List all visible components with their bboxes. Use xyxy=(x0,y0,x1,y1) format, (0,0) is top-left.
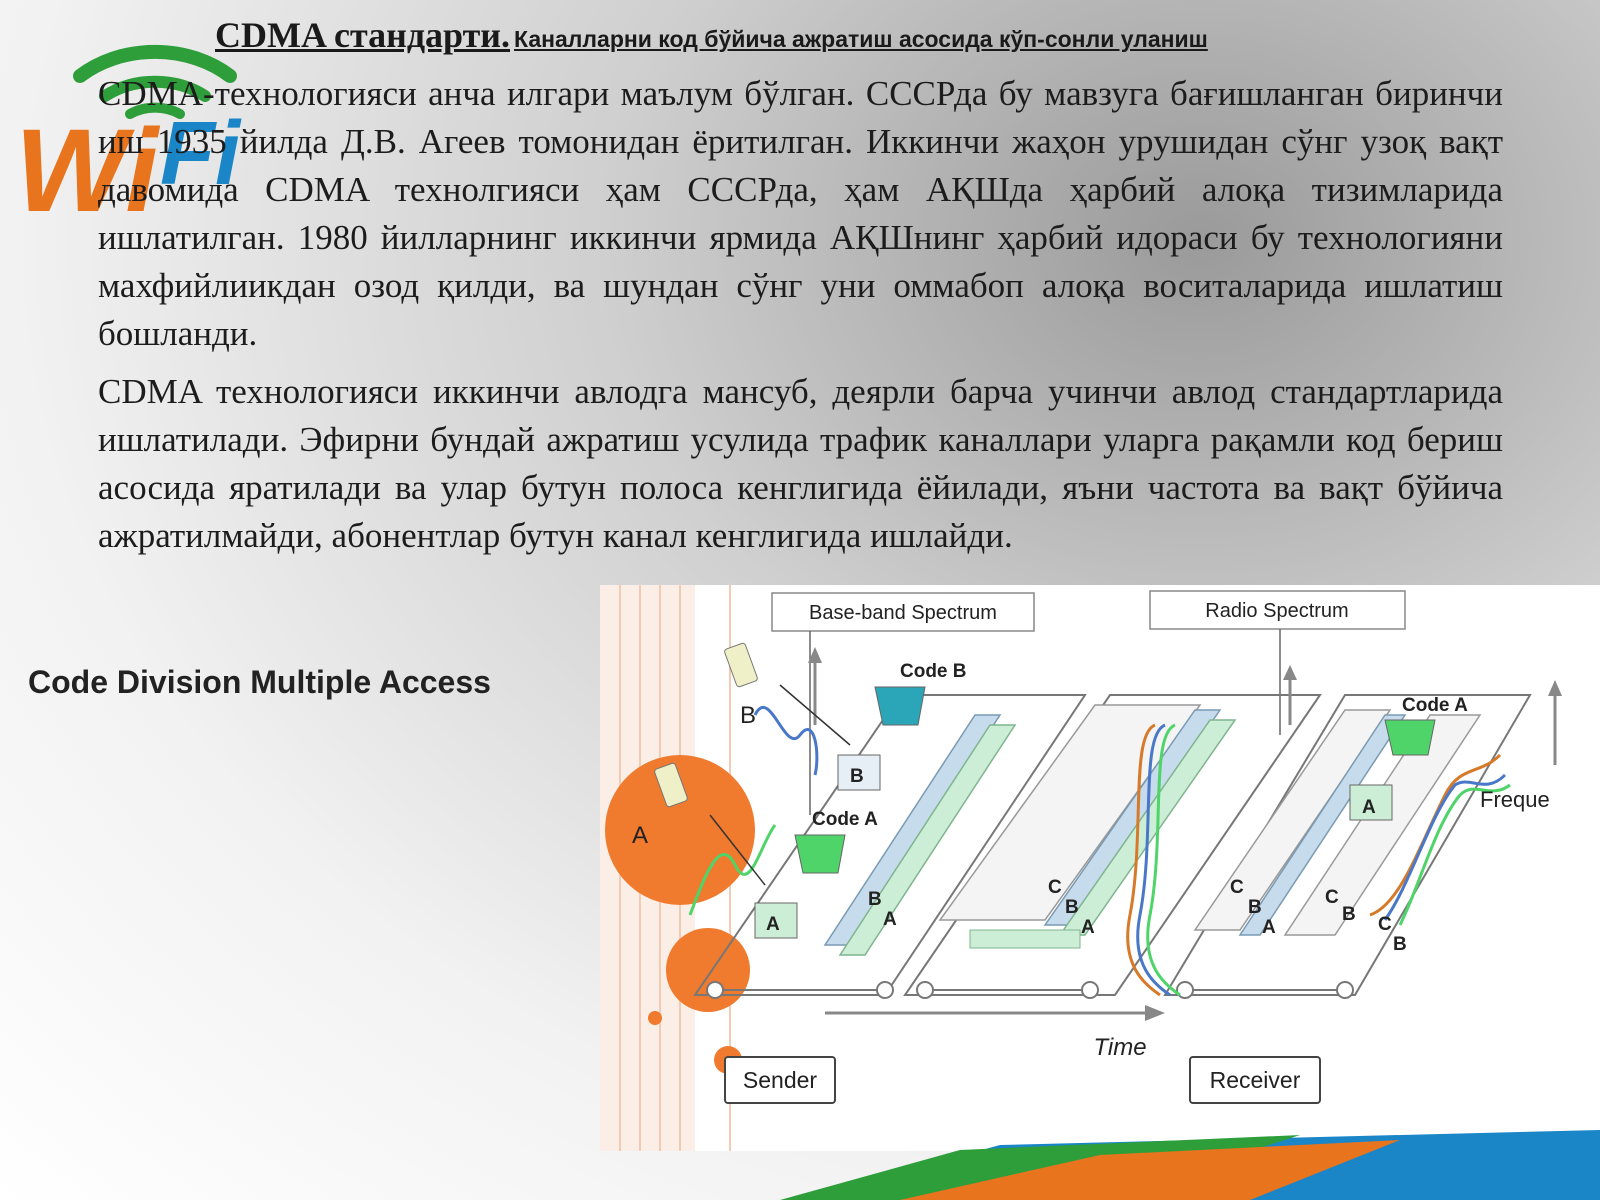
svg-text:B: B xyxy=(1065,897,1079,918)
paragraph-description: CDMA технологияси иккинчи авлодга мансуб… xyxy=(98,372,1503,555)
time-axis-label: Time xyxy=(1093,1034,1146,1061)
svg-text:C: C xyxy=(1378,914,1392,935)
svg-text:B: B xyxy=(1342,904,1356,925)
sender-box xyxy=(724,1056,836,1104)
svg-text:A: A xyxy=(1262,917,1276,938)
svg-text:C: C xyxy=(1230,877,1244,898)
decor-circle-large xyxy=(605,755,755,905)
box-a-label: A xyxy=(766,914,780,935)
baseband-spectrum-label: Base-band Spectrum xyxy=(809,602,997,624)
svg-text:A: A xyxy=(1081,917,1095,938)
sender-label: Sender xyxy=(743,1067,818,1093)
svg-text:Fi: Fi xyxy=(160,104,242,204)
wifi-logo-icon: Wi Fi xyxy=(15,44,242,226)
phone-a-label: A xyxy=(632,822,648,849)
phone-b-label: B xyxy=(740,702,756,729)
cdma-side-label: Code Division Multiple Access xyxy=(28,664,491,700)
svg-text:B: B xyxy=(868,889,882,910)
cdma-diagram: Base-band Spectrum Radio Spectrum xyxy=(600,585,1600,1151)
svg-text:C: C xyxy=(1048,877,1062,898)
code-a-right-label: Code A xyxy=(1402,695,1468,716)
radio-spectrum-label: Radio Spectrum xyxy=(1205,600,1348,622)
box-b-label: B xyxy=(850,766,864,787)
frequency-axis-label: Freque xyxy=(1480,787,1550,812)
bottom-decor-band xyxy=(780,1130,1600,1200)
paragraph-history: CDMA-технологияси анча илгари маълум бўл… xyxy=(98,74,1503,353)
svg-text:C: C xyxy=(1325,887,1339,908)
title-main: CDMA стандарти. xyxy=(215,15,511,55)
slide-title: CDMA стандарти. Каналларни код бўйича аж… xyxy=(215,14,1415,56)
svg-text:B: B xyxy=(1248,897,1262,918)
svg-text:A: A xyxy=(883,909,897,930)
code-a-label: Code A xyxy=(812,809,878,830)
svg-text:B: B xyxy=(1393,934,1407,955)
receiver-label: Receiver xyxy=(1210,1067,1301,1093)
decor-circle-medium xyxy=(666,928,750,1012)
receiver-box xyxy=(1189,1056,1321,1104)
code-b-label: Code B xyxy=(900,661,967,682)
box-a-right-label: A xyxy=(1362,797,1376,818)
svg-text:Wi: Wi xyxy=(15,105,160,226)
title-subtitle: Каналларни код бўйича ажратиш асосида кў… xyxy=(514,26,1208,52)
